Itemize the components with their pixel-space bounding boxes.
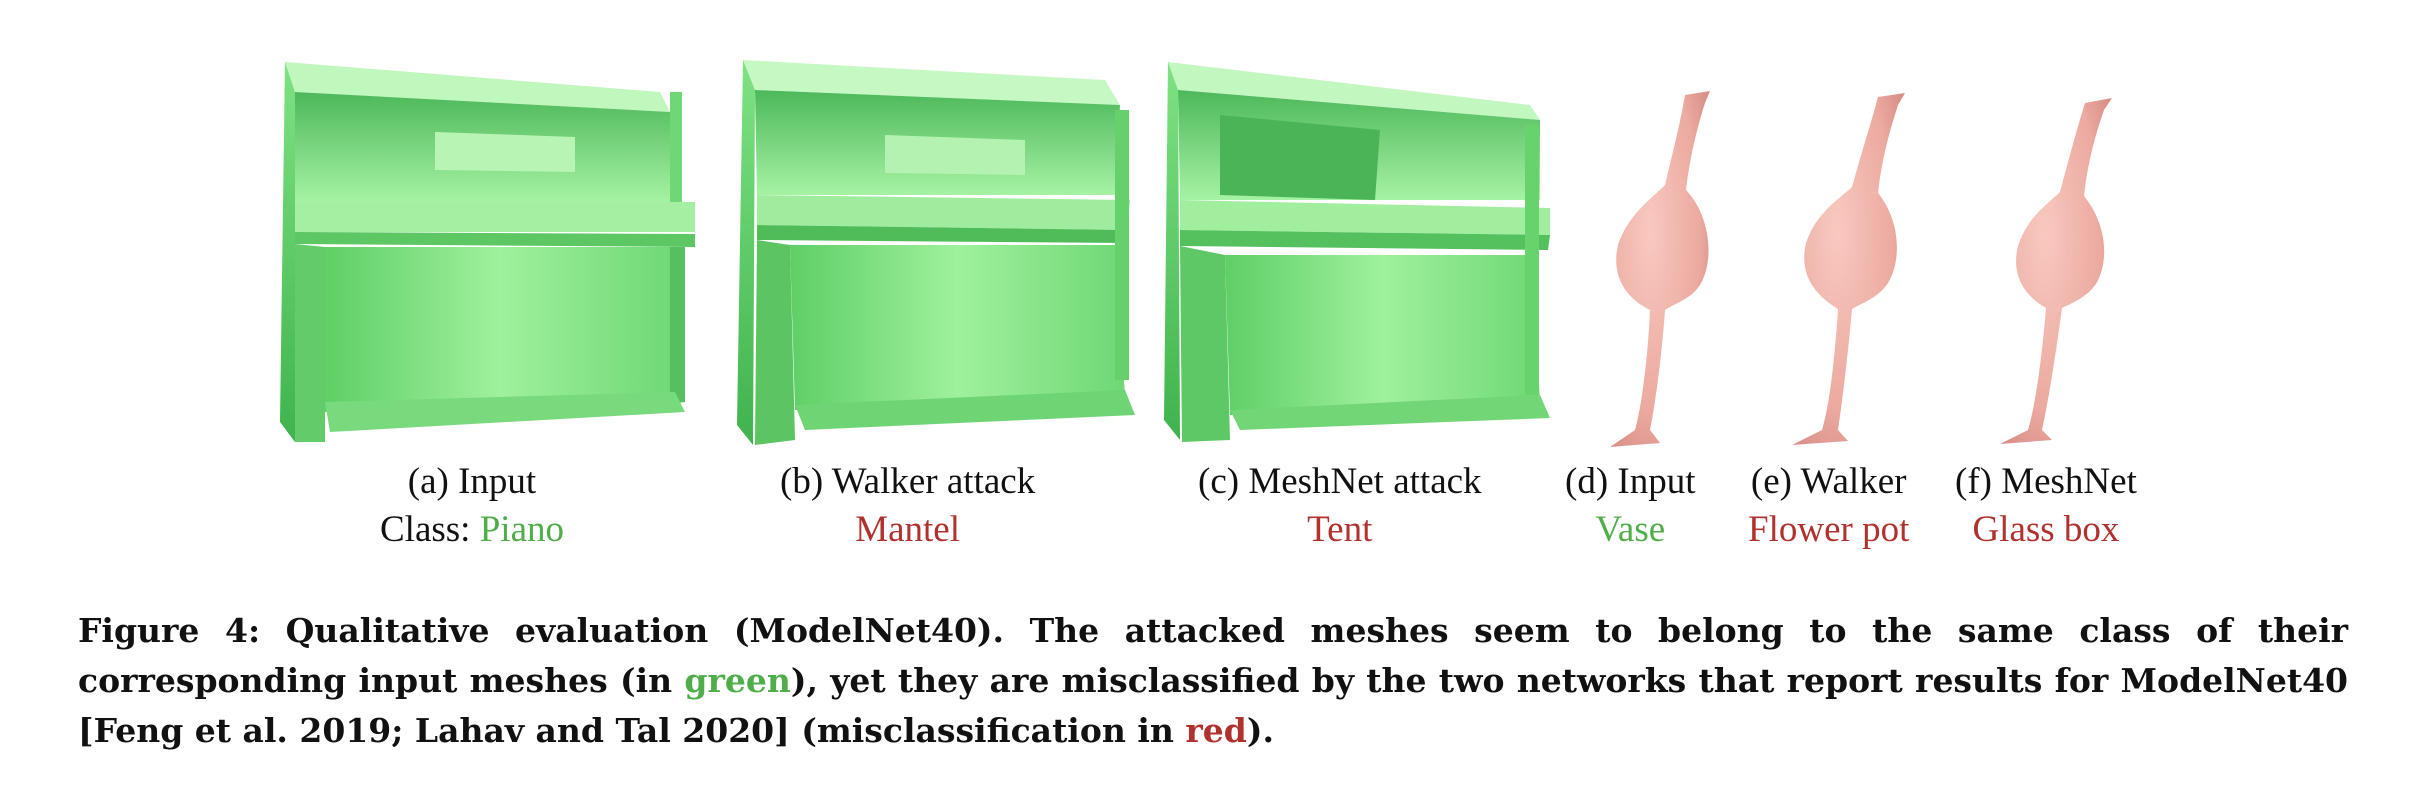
caption-green-word: green <box>684 661 791 700</box>
class-name-correct: Piano <box>479 509 564 550</box>
class-name-misclassified: Tent <box>1307 509 1373 550</box>
caption-panel-c: (c) MeshNet attack Tent <box>1198 458 1482 554</box>
caption-text-part3: ). <box>1246 711 1274 750</box>
panel-label: (e) Walker <box>1750 461 1907 502</box>
caption-text-part2: ), yet they are misclassified by the two… <box>78 661 2348 750</box>
vase-walker-mesh <box>1780 85 1930 455</box>
piano-walker-attack-mesh <box>735 45 1155 455</box>
panel-label: (f) MeshNet <box>1955 461 2137 502</box>
caption-panel-d: (d) Input Vase <box>1565 458 1696 554</box>
caption-panel-f: (f) MeshNet Glass box <box>1955 458 2137 554</box>
class-name-misclassified: Glass box <box>1972 509 2120 550</box>
panel-label: (b) Walker attack <box>780 461 1036 502</box>
vase-meshnet-mesh <box>1990 88 2140 458</box>
panel-label: (a) Input <box>407 461 537 502</box>
caption-text-part1: Figure 4: Qualitative evaluation (ModelN… <box>78 611 2348 700</box>
class-name-correct: Vase <box>1595 509 1666 550</box>
piano-meshnet-attack-mesh <box>1160 50 1560 450</box>
figure-caption: Figure 4: Qualitative evaluation (ModelN… <box>78 606 2348 756</box>
caption-red-word: red <box>1185 711 1247 750</box>
class-prefix: Class: <box>380 509 480 550</box>
panel-label: (d) Input <box>1565 461 1696 502</box>
vase-input-mesh <box>1590 85 1740 455</box>
caption-panel-a: (a) Input Class: Piano <box>380 458 564 554</box>
class-name-misclassified: Mantel <box>855 509 961 550</box>
piano-input-mesh <box>275 52 695 452</box>
panel-label: (c) MeshNet attack <box>1198 461 1482 502</box>
caption-panel-b: (b) Walker attack Mantel <box>780 458 1035 554</box>
class-name-misclassified: Flower pot <box>1748 509 1910 550</box>
caption-panel-e: (e) Walker Flower pot <box>1748 458 1909 554</box>
